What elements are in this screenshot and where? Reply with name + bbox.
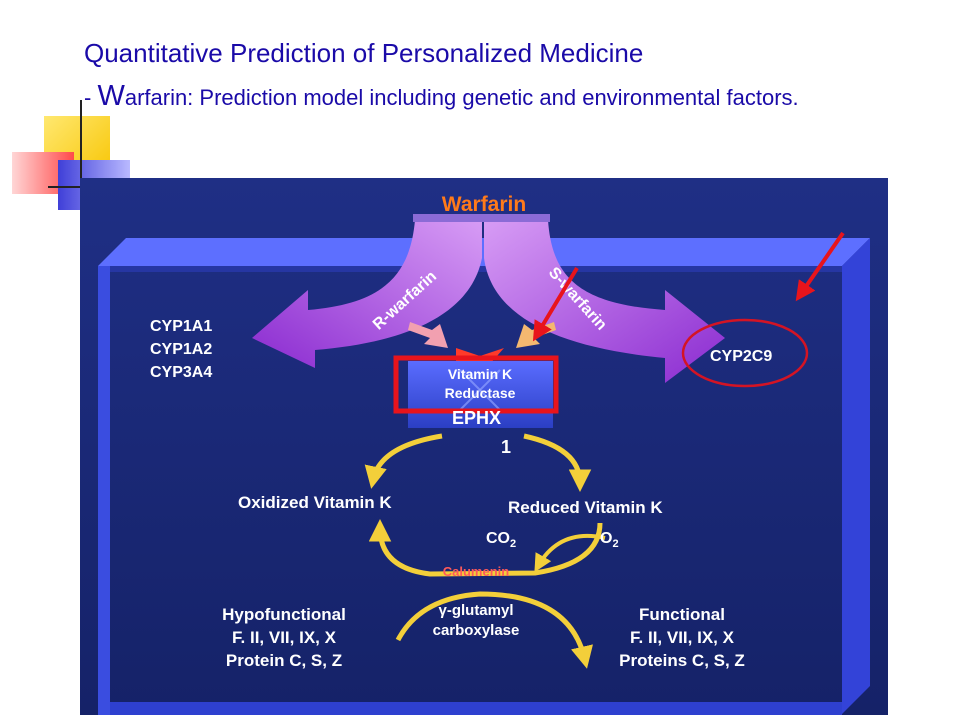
warfarin-bar bbox=[413, 214, 550, 222]
red-pointer-arrow-vkr bbox=[532, 266, 579, 342]
decor-vertical-line bbox=[80, 100, 82, 190]
subtitle-rest: arfarin: Prediction model including gene… bbox=[124, 85, 799, 110]
vkr-line1: Vitamin K bbox=[448, 366, 512, 382]
vkr-highlight-box bbox=[393, 355, 559, 414]
co2-main: CO bbox=[486, 530, 510, 547]
hypofunctional-line3: Protein C, S, Z bbox=[226, 651, 342, 670]
oxidized-vitamin-k-label: Oxidized Vitamin K bbox=[238, 493, 392, 512]
hypofunctional-line1: Hypofunctional bbox=[222, 605, 346, 624]
reduced-vitamin-k-label: Reduced Vitamin K bbox=[508, 498, 663, 517]
cyp2c9-label: CYP2C9 bbox=[710, 348, 772, 365]
vkr-box bbox=[408, 361, 553, 428]
gamma-glutamyl-arrow bbox=[395, 591, 593, 669]
o2-main: O bbox=[600, 530, 612, 547]
co2-label: CO2 bbox=[486, 530, 516, 550]
cycle-arrow-to-reduced bbox=[523, 433, 592, 492]
red-pointer-arrow-cyp2c9 bbox=[795, 231, 845, 302]
o2-sub: 2 bbox=[612, 538, 618, 550]
cyp-left-1: CYP1A1 bbox=[150, 318, 212, 335]
slide-title: Quantitative Prediction of Personalized … bbox=[84, 38, 644, 68]
o2-label: O2 bbox=[600, 530, 619, 550]
cyp2c9-highlight-ellipse bbox=[681, 318, 809, 388]
warfarin-pathway-diagram: Warfarin R-warfarin S-warfarin CYP1A1 CY… bbox=[80, 178, 888, 715]
ephx-line2: 1 bbox=[501, 437, 511, 457]
calumenin-label: Calumenin bbox=[443, 564, 510, 579]
slide-subtitle: - Warfarin: Prediction model including g… bbox=[84, 80, 799, 113]
cycle-arrow-co2-o2 bbox=[534, 533, 606, 573]
r-warfarin-arrow bbox=[252, 220, 482, 368]
co2-sub: 2 bbox=[510, 538, 516, 550]
functional-line1: Functional bbox=[639, 605, 725, 624]
cycle-arrow-calumenin bbox=[368, 519, 603, 577]
s-warfarin-arrow bbox=[484, 220, 725, 383]
cyp-left-2: CYP1A2 bbox=[150, 341, 212, 358]
warfarin-label: Warfarin bbox=[442, 193, 526, 216]
vkr-line2: Reductase bbox=[445, 385, 516, 401]
hypofunctional-line2: F. II, VII, IX, X bbox=[232, 628, 337, 647]
ephx-line1: EPHX bbox=[452, 408, 501, 428]
functional-line3: Proteins C, S, Z bbox=[619, 651, 745, 670]
subtitle-prefix: - bbox=[84, 85, 98, 110]
cycle-arrow-to-oxidized bbox=[364, 433, 443, 489]
cyp-left-3: CYP3A4 bbox=[150, 364, 212, 381]
gamma-line1: γ-glutamyl bbox=[438, 602, 513, 619]
functional-line2: F. II, VII, IX, X bbox=[630, 628, 735, 647]
subtitle-initial: W bbox=[97, 80, 125, 112]
gamma-line2: carboxylase bbox=[433, 622, 520, 639]
